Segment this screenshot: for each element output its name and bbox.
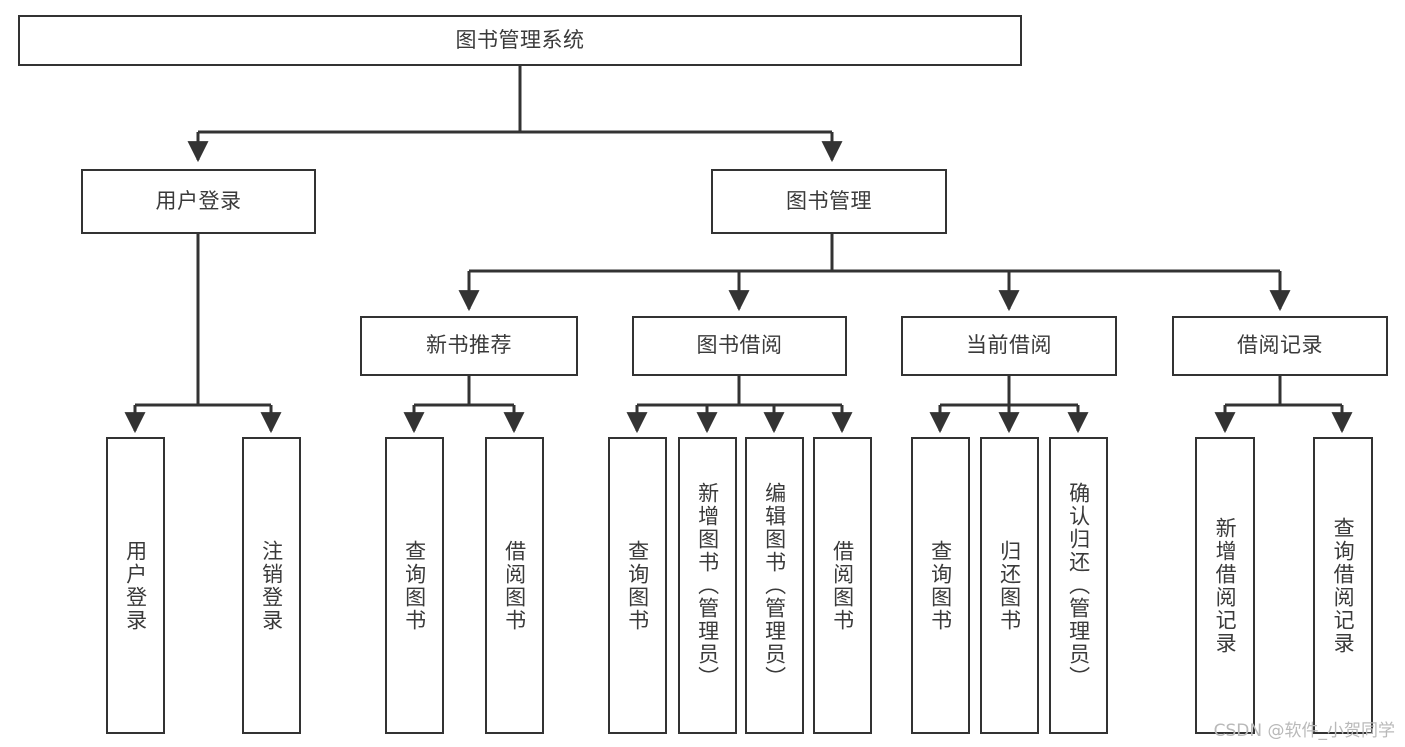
node-current-borrow[interactable]: 当前借阅 [901, 316, 1117, 376]
node-label: 新书推荐 [426, 333, 512, 358]
node-label: 注销登录 [259, 539, 284, 632]
node-new-book-recommend[interactable]: 新书推荐 [360, 316, 578, 376]
leaf-new-book-borrow[interactable]: 借阅图书 [485, 437, 544, 734]
node-label: 图书管理 [786, 188, 872, 213]
leaf-user-login-login[interactable]: 用户登录 [106, 437, 165, 734]
node-label: 编辑图书（管理员） [762, 482, 787, 689]
node-label: 图书管理系统 [455, 27, 585, 52]
leaf-book-borrow-edit[interactable]: 编辑图书（管理员） [745, 437, 804, 734]
node-label: 用户登录 [155, 188, 242, 213]
node-label: 用户登录 [123, 539, 148, 632]
node-label: 新增借阅记录 [1213, 516, 1238, 655]
node-label: 借阅图书 [830, 539, 855, 632]
leaf-current-borrow-confirm[interactable]: 确认归还（管理员） [1049, 437, 1108, 734]
leaf-book-borrow-add[interactable]: 新增图书（管理员） [678, 437, 737, 734]
node-book-borrow[interactable]: 图书借阅 [632, 316, 847, 376]
leaf-borrow-record-add[interactable]: 新增借阅记录 [1195, 437, 1255, 734]
leaf-book-borrow-borrow[interactable]: 借阅图书 [813, 437, 872, 734]
leaf-new-book-query[interactable]: 查询图书 [385, 437, 444, 734]
node-label: 归还图书 [997, 539, 1022, 632]
node-borrow-record[interactable]: 借阅记录 [1172, 316, 1388, 376]
node-label: 查询图书 [625, 539, 650, 632]
leaf-borrow-record-query[interactable]: 查询借阅记录 [1313, 437, 1373, 734]
node-label: 当前借阅 [966, 333, 1052, 358]
node-label: 查询图书 [402, 539, 427, 632]
node-root-system[interactable]: 图书管理系统 [18, 15, 1022, 66]
node-label: 查询借阅记录 [1331, 516, 1356, 655]
leaf-current-borrow-return[interactable]: 归还图书 [980, 437, 1039, 734]
node-label: 借阅记录 [1237, 333, 1323, 358]
leaf-current-borrow-query[interactable]: 查询图书 [911, 437, 970, 734]
node-label: 查询图书 [928, 539, 953, 632]
node-label: 图书借阅 [696, 333, 783, 358]
leaf-book-borrow-query[interactable]: 查询图书 [608, 437, 667, 734]
leaf-user-login-logout[interactable]: 注销登录 [242, 437, 301, 734]
node-user-login[interactable]: 用户登录 [81, 169, 316, 234]
node-label: 借阅图书 [502, 539, 527, 632]
node-label: 新增图书（管理员） [695, 482, 720, 689]
node-label: 确认归还（管理员） [1066, 482, 1091, 689]
node-book-management[interactable]: 图书管理 [711, 169, 947, 234]
